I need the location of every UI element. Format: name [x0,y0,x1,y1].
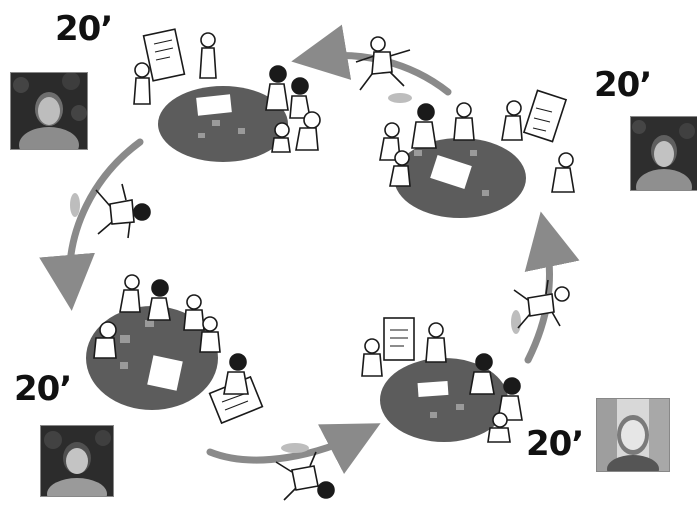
shadow [281,443,309,453]
shadow [388,93,412,103]
table-group-icon [362,318,522,442]
table-group-icon [380,90,574,218]
flipchart-icon [384,318,414,360]
table-group-icon [86,275,262,423]
flipchart-icon [524,90,566,141]
flipchart-icon [144,29,185,81]
table-group-icon [134,29,320,162]
shadow [511,310,521,334]
walking-person-icon [96,184,150,238]
shadow [70,193,80,217]
